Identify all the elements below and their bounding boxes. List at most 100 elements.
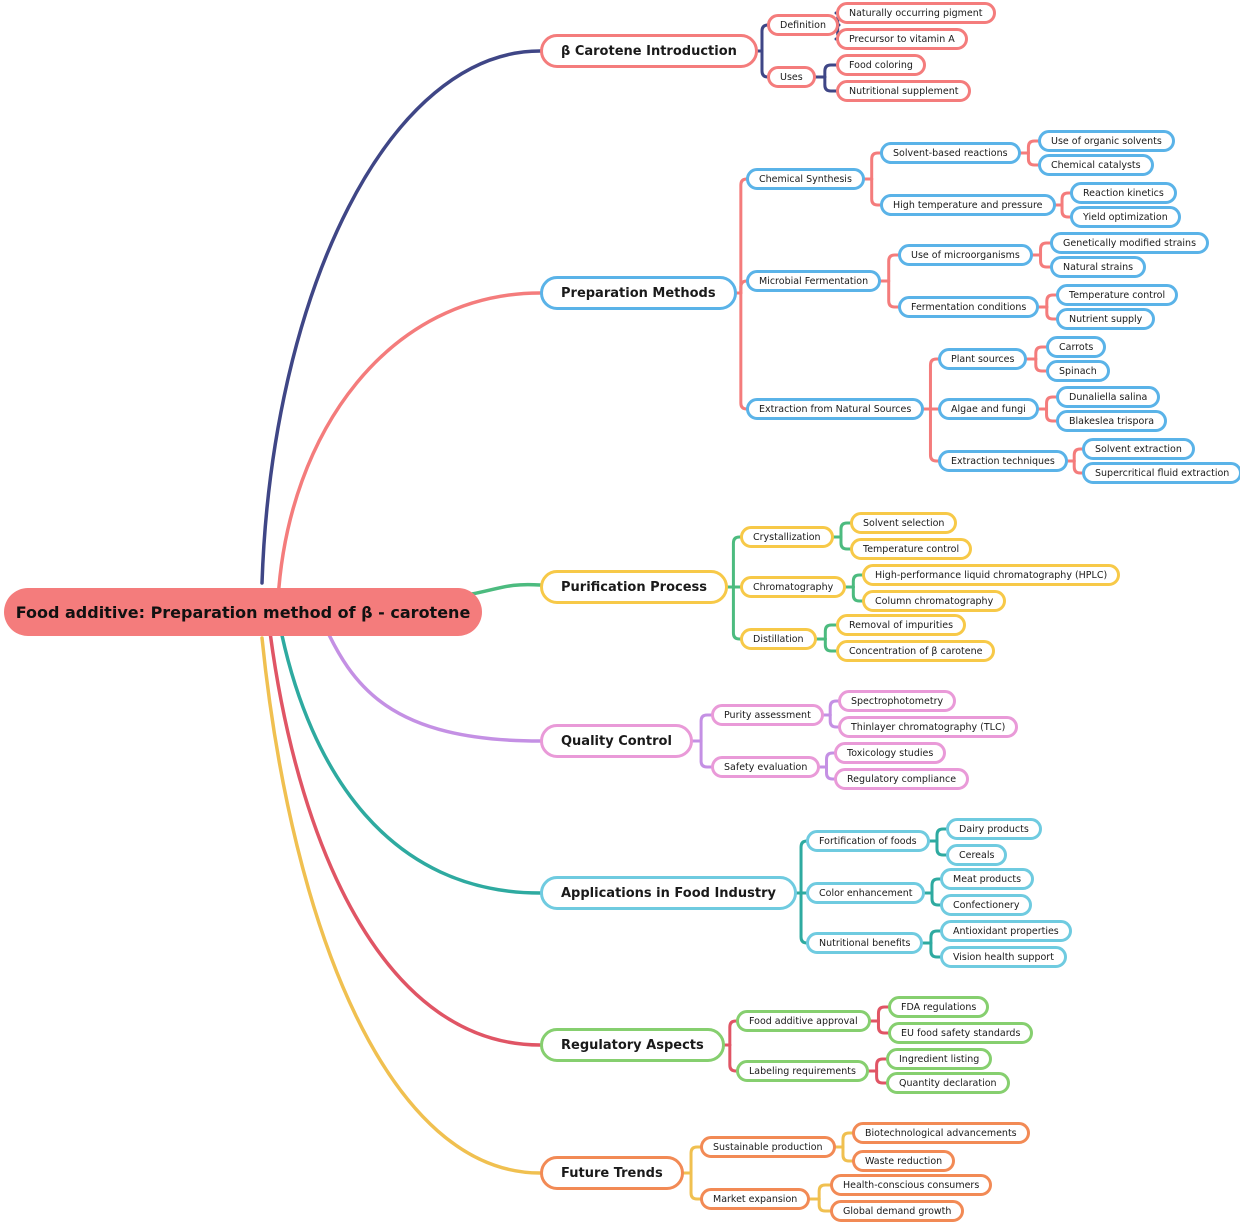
leaf-1-1-0-0[interactable]: Genetically modified strains bbox=[1050, 232, 1210, 254]
topic-2-2[interactable]: Distillation bbox=[740, 628, 817, 650]
topic-1-0[interactable]: Chemical Synthesis bbox=[746, 168, 865, 190]
branch-curve-2 bbox=[470, 582, 542, 596]
leaf-4-2-0[interactable]: Antioxidant properties bbox=[940, 920, 1072, 942]
leaf-2-1-0[interactable]: High-performance liquid chromatography (… bbox=[862, 564, 1121, 586]
topic-4-2-bracket-link-0 bbox=[929, 929, 942, 945]
leaf-2-2-1[interactable]: Concentration of β carotene bbox=[836, 640, 996, 662]
topic-3-0[interactable]: Purity assessment bbox=[711, 704, 824, 726]
topic-4-2[interactable]: Nutritional benefits bbox=[806, 932, 924, 954]
leaf-1-0-0-1[interactable]: Chemical catalysts bbox=[1038, 154, 1154, 176]
leaf-1-1-1-1[interactable]: Nutrient supply bbox=[1056, 308, 1156, 330]
leaf-1-2-1-1[interactable]: Blakeslea trispora bbox=[1056, 410, 1168, 432]
topic-4-0[interactable]: Fortification of foods bbox=[806, 830, 930, 852]
leaf-4-0-1[interactable]: Cereals bbox=[946, 844, 1008, 866]
leaf-3-1-0[interactable]: Toxicology studies bbox=[834, 742, 947, 764]
branch-node-6[interactable]: Future Trends bbox=[540, 1156, 684, 1190]
subtopic-1-2-1[interactable]: Algae and fungi bbox=[938, 398, 1039, 420]
branch-1-bracket-link-2 bbox=[739, 291, 748, 411]
branch-curve-5 bbox=[268, 630, 542, 1047]
leaf-6-0-0[interactable]: Biotechnological advancements bbox=[852, 1122, 1030, 1144]
branch-node-4[interactable]: Applications in Food Industry bbox=[540, 876, 797, 910]
leaf-1-1-0-1[interactable]: Natural strains bbox=[1050, 256, 1147, 278]
topic-1-2[interactable]: Extraction from Natural Sources bbox=[746, 398, 925, 420]
subtopic-1-1-0[interactable]: Use of microorganisms bbox=[898, 244, 1033, 266]
branch-4-bracket-link-0 bbox=[799, 839, 808, 895]
subtopic-1-1-1[interactable]: Fermentation conditions bbox=[898, 296, 1040, 318]
leaf-6-1-0[interactable]: Health-conscious consumers bbox=[830, 1174, 993, 1196]
leaf-1-2-0-1[interactable]: Spinach bbox=[1046, 360, 1110, 382]
leaf-6-1-1[interactable]: Global demand growth bbox=[830, 1200, 965, 1222]
branch-5-bracket-link-1 bbox=[728, 1043, 738, 1073]
leaf-4-2-1[interactable]: Vision health support bbox=[940, 946, 1067, 968]
branch-node-3[interactable]: Quality Control bbox=[540, 724, 693, 758]
leaf-4-0-0[interactable]: Dairy products bbox=[946, 818, 1042, 840]
topic-0-1[interactable]: Uses bbox=[767, 66, 816, 88]
leaf-2-0-1[interactable]: Temperature control bbox=[850, 538, 973, 560]
leaf-2-0-0[interactable]: Solvent selection bbox=[850, 512, 958, 534]
branch-curve-3 bbox=[320, 618, 542, 743]
leaf-1-0-1-0[interactable]: Reaction kinetics bbox=[1070, 182, 1177, 204]
leaf-1-2-0-0[interactable]: Carrots bbox=[1046, 336, 1107, 358]
topic-2-1[interactable]: Chromatography bbox=[740, 576, 847, 598]
root-topic[interactable]: Food additive: Preparation method of β -… bbox=[4, 588, 482, 636]
branch-5-bracket-link-0 bbox=[728, 1019, 738, 1047]
leaf-5-1-1[interactable]: Quantity declaration bbox=[886, 1072, 1010, 1094]
leaf-1-2-1-0[interactable]: Dunaliella salina bbox=[1056, 386, 1161, 408]
topic-5-0[interactable]: Food additive approval bbox=[736, 1010, 871, 1032]
leaf-0-0-1[interactable]: Precursor to vitamin A bbox=[836, 28, 968, 50]
leaf-5-1-0[interactable]: Ingredient listing bbox=[886, 1048, 993, 1070]
topic-3-1[interactable]: Safety evaluation bbox=[711, 756, 821, 778]
leaf-1-0-0-0[interactable]: Use of organic solvents bbox=[1038, 130, 1175, 152]
topic-2-2-bracket-link-1 bbox=[823, 637, 838, 653]
leaf-0-0-0[interactable]: Naturally occurring pigment bbox=[836, 2, 996, 24]
topic-3-0-bracket-link-0 bbox=[828, 699, 840, 717]
branch-3-bracket-link-0 bbox=[699, 713, 713, 743]
subtopic-1-2-1-bracket-link-0 bbox=[1045, 395, 1058, 411]
topic-2-1-bracket-link-1 bbox=[851, 585, 864, 603]
subtopic-1-0-1-bracket-link-1 bbox=[1060, 203, 1072, 219]
leaf-3-0-1[interactable]: Thinlayer chromatography (TLC) bbox=[838, 716, 1019, 738]
subtopic-1-0-0-bracket-link-1 bbox=[1026, 151, 1040, 167]
topic-0-1-bracket-link-0 bbox=[823, 63, 838, 79]
leaf-1-0-1-1[interactable]: Yield optimization bbox=[1070, 206, 1181, 228]
leaf-3-1-1[interactable]: Regulatory compliance bbox=[834, 768, 970, 790]
branch-4-bracket-link-2 bbox=[799, 891, 808, 945]
leaf-5-0-1[interactable]: EU food safety standards bbox=[888, 1022, 1034, 1044]
subtopic-1-1-1-bracket-link-1 bbox=[1045, 305, 1058, 321]
branch-node-5[interactable]: Regulatory Aspects bbox=[540, 1028, 725, 1062]
subtopic-1-0-1-bracket-link-0 bbox=[1060, 191, 1072, 207]
leaf-4-1-0[interactable]: Meat products bbox=[940, 868, 1035, 890]
topic-5-1[interactable]: Labeling requirements bbox=[736, 1060, 869, 1082]
leaf-1-1-1-0[interactable]: Temperature control bbox=[1056, 284, 1179, 306]
branch-node-2[interactable]: Purification Process bbox=[540, 570, 729, 604]
leaf-6-0-1[interactable]: Waste reduction bbox=[852, 1150, 956, 1172]
topic-0-0[interactable]: Definition bbox=[767, 14, 840, 36]
topic-4-1[interactable]: Color enhancement bbox=[806, 882, 926, 904]
subtopic-1-2-2[interactable]: Extraction techniques bbox=[938, 450, 1068, 472]
leaf-5-0-0[interactable]: FDA regulations bbox=[888, 996, 990, 1018]
subtopic-1-2-2-bracket-link-1 bbox=[1072, 459, 1084, 475]
topic-4-1-bracket-link-0 bbox=[930, 877, 942, 895]
leaf-0-1-0[interactable]: Food coloring bbox=[836, 54, 926, 76]
leaf-1-2-2-1[interactable]: Supercritical fluid extraction bbox=[1082, 462, 1240, 484]
leaf-3-0-0[interactable]: Spectrophotometry bbox=[838, 690, 957, 712]
topic-6-0[interactable]: Sustainable production bbox=[700, 1136, 836, 1158]
leaf-2-2-0[interactable]: Removal of impurities bbox=[836, 614, 967, 636]
subtopic-1-0-1[interactable]: High temperature and pressure bbox=[880, 194, 1056, 216]
topic-1-1[interactable]: Microbial Fermentation bbox=[746, 270, 882, 292]
branch-curve-1 bbox=[276, 291, 542, 602]
topic-4-0-bracket-link-1 bbox=[935, 839, 948, 857]
subtopic-1-2-0[interactable]: Plant sources bbox=[938, 348, 1028, 370]
topic-5-1-bracket-link-1 bbox=[875, 1069, 888, 1085]
topic-6-1[interactable]: Market expansion bbox=[700, 1188, 811, 1210]
leaf-2-1-1[interactable]: Column chromatography bbox=[862, 590, 1007, 612]
topic-2-0[interactable]: Crystallization bbox=[740, 526, 834, 548]
topic-6-1-bracket-link-1 bbox=[817, 1197, 832, 1213]
leaf-4-1-1[interactable]: Confectionery bbox=[940, 894, 1033, 916]
subtopic-1-0-0[interactable]: Solvent-based reactions bbox=[880, 142, 1021, 164]
leaf-1-2-2-0[interactable]: Solvent extraction bbox=[1082, 438, 1195, 460]
branch-node-0[interactable]: β Carotene Introduction bbox=[540, 34, 758, 68]
branch-node-1[interactable]: Preparation Methods bbox=[540, 276, 737, 310]
leaf-0-1-1[interactable]: Nutritional supplement bbox=[836, 80, 972, 102]
